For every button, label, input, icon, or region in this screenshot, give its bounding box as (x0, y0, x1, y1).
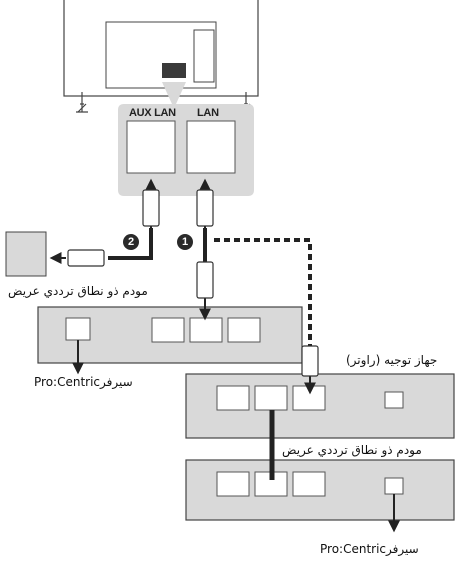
server-right-label: سيرفرPro:Centric (320, 542, 419, 556)
step-2-badge: 2 (123, 234, 139, 250)
router-device-left (37, 306, 303, 364)
modem-right (185, 459, 455, 521)
router-label: جهاز توجيه (راوتر) (346, 353, 438, 367)
aux-lan-port-label: AUX LAN (129, 107, 176, 119)
modem-right-label: مودم ذو نطاق ترددي عريض (282, 443, 422, 457)
lan-port-label: LAN (197, 107, 219, 119)
modem-left-label: مودم ذو نطاق ترددي عريض (8, 284, 148, 298)
step-1-badge: 1 (177, 234, 193, 250)
router-device-right (185, 373, 455, 439)
tv-left-stand-icon (76, 92, 88, 113)
modem-left (5, 231, 47, 277)
tv (63, 0, 259, 113)
server-left-label: سيرفرPro:Centric (34, 375, 133, 389)
port-panel (118, 82, 254, 196)
connectors (67, 189, 319, 377)
